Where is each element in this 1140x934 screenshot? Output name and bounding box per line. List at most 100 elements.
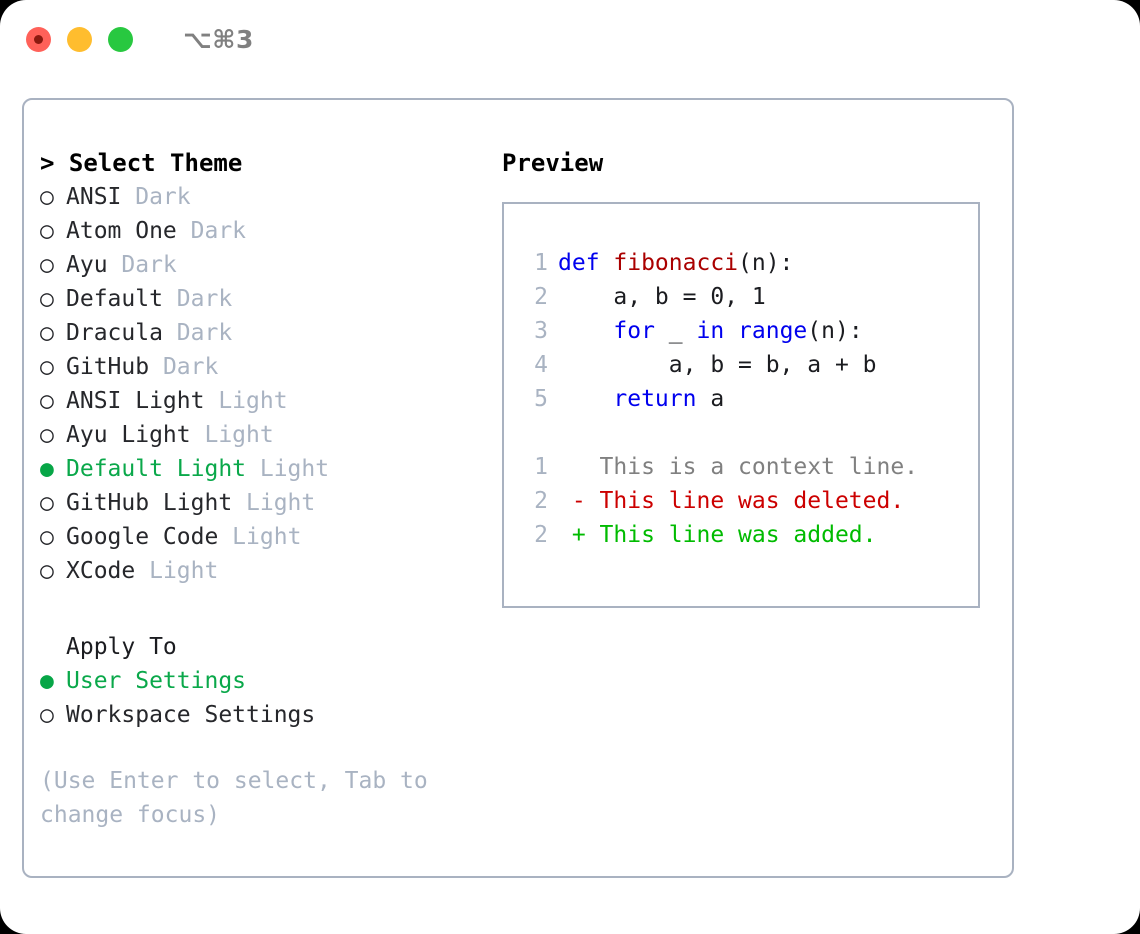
theme-list-item[interactable]: ○ ANSI Light Light: [40, 384, 490, 418]
theme-selector-column: > Select Theme ○ANSI Dark○Atom One Dark○…: [40, 146, 490, 832]
keyboard-shortcut-label: ⌥⌘3: [183, 24, 254, 54]
spacer: [40, 732, 490, 764]
theme-variant-label: Light: [246, 456, 330, 482]
radio-unselected-icon: ○: [40, 558, 54, 584]
apply-to-header: Apply To: [66, 634, 177, 660]
code-token: def: [558, 250, 614, 276]
radio-unselected-icon: ○: [40, 702, 54, 728]
radio-unselected-icon: ○: [40, 252, 54, 278]
code-line: 5 return a: [522, 382, 978, 416]
code-line: 1 def fibonacci(n):: [522, 246, 978, 280]
code-token: a: [696, 386, 725, 412]
theme-list-item[interactable]: ○ Atom One Dark: [40, 214, 490, 248]
preview-title: Preview: [502, 149, 604, 177]
close-button-icon[interactable]: [26, 26, 51, 52]
diff-text: This is a context line.: [558, 454, 919, 480]
theme-variant-label: Dark: [107, 252, 177, 278]
theme-list[interactable]: ○ ANSI Dark ○ Atom One Dark ○ Ayu Dark ○ Defaul…: [40, 180, 490, 588]
theme-list-item[interactable]: ○GitHub Light Light: [40, 486, 490, 520]
theme-name-label: Default: [66, 286, 163, 312]
diff-line: 1 This is a context line.: [522, 450, 978, 484]
maximize-button-icon[interactable]: [108, 26, 133, 52]
keyboard-hint-text: (Use Enter to select, Tab to change focu…: [40, 768, 442, 828]
code-token: (n):: [738, 250, 794, 276]
theme-variant-label: Dark: [162, 320, 233, 346]
code-token: for: [613, 318, 655, 344]
radio-unselected-icon: ○: [40, 320, 54, 346]
theme-variant-label: Light: [204, 388, 288, 414]
theme-list-item[interactable]: ○ Ayu Light Light: [40, 418, 490, 452]
line-number: 2: [534, 284, 548, 310]
theme-name-label: Atom One: [66, 218, 177, 244]
theme-list-item[interactable]: ○ Default Dark: [40, 282, 490, 316]
theme-list-item[interactable]: ○ Dracula Dark: [40, 316, 490, 350]
code-token: in: [696, 318, 725, 344]
theme-variant-label: Light: [190, 422, 274, 448]
code-token: a, b = b, a + b: [558, 352, 877, 378]
theme-name-label: Default Light: [66, 456, 247, 482]
radio-unselected-icon: ○: [40, 218, 54, 244]
theme-variant-label: Dark: [149, 354, 219, 380]
radio-unselected-icon: ○: [40, 490, 54, 516]
theme-list-item[interactable]: ○GitHub Dark: [40, 350, 490, 384]
radio-unselected-icon: ○: [40, 184, 54, 210]
apply-to-list[interactable]: ● User Settings ○ Workspace Settings: [40, 664, 490, 732]
line-number: 2: [534, 488, 548, 514]
minimize-button-icon[interactable]: [67, 26, 92, 52]
radio-unselected-icon: ○: [40, 524, 54, 550]
theme-name-label: GitHub: [66, 354, 150, 380]
line-number: 2: [534, 522, 548, 548]
code-token: range: [738, 318, 808, 344]
theme-list-item[interactable]: ○ Ayu Dark: [40, 248, 490, 282]
apply-to-label: User Settings: [66, 668, 247, 694]
code-token: return: [613, 386, 697, 412]
apply-to-label: Workspace Settings: [66, 702, 316, 728]
theme-name-label: XCode: [66, 558, 136, 584]
line-number: 5: [534, 386, 548, 412]
select-theme-header: > Select Theme: [40, 149, 243, 177]
code-token: (n):: [807, 318, 863, 344]
radio-unselected-icon: ○: [40, 286, 54, 312]
line-number: 1: [534, 250, 548, 276]
theme-list-item[interactable]: ○ XCode Light: [40, 554, 490, 588]
diff-line: 2 + This line was added.: [522, 518, 978, 552]
theme-name-label: Ayu: [66, 252, 108, 278]
theme-variant-label: Dark: [162, 286, 233, 312]
line-number: 3: [534, 318, 548, 344]
code-token: fibonacci: [613, 250, 739, 276]
title-bar: ⌥⌘3: [0, 0, 1140, 78]
spacer: [522, 416, 978, 450]
radio-unselected-icon: ○: [40, 388, 54, 414]
line-number: 4: [534, 352, 548, 378]
theme-variant-label: Dark: [176, 218, 247, 244]
code-token: a, b = 0, 1: [558, 284, 766, 310]
code-line: 2 a, b = 0, 1: [522, 280, 978, 314]
diff-text: + This line was added.: [558, 522, 877, 548]
apply-to-item[interactable]: ● User Settings: [40, 664, 490, 698]
diff-sample: 1 This is a context line.2 - This line w…: [522, 450, 978, 552]
apply-to-item[interactable]: ○ Workspace Settings: [40, 698, 490, 732]
theme-name-label: ANSI Light: [66, 388, 205, 414]
theme-name-label: Ayu Light: [66, 422, 191, 448]
theme-list-item[interactable]: ○Google Code Light: [40, 520, 490, 554]
code-token: _: [654, 318, 697, 344]
radio-unselected-icon: ○: [40, 422, 54, 448]
spacer: [40, 588, 490, 630]
theme-name-label: ANSI: [66, 184, 122, 210]
theme-list-item[interactable]: ○ ANSI Dark: [40, 180, 490, 214]
theme-variant-label: Light: [135, 558, 219, 584]
radio-selected-icon: ●: [40, 668, 54, 694]
theme-name-label: Dracula: [66, 320, 163, 346]
diff-line: 2 - This line was deleted.: [522, 484, 978, 518]
code-token: [558, 386, 613, 412]
code-line: 4 a, b = b, a + b: [522, 348, 978, 382]
theme-variant-label: Dark: [121, 184, 191, 210]
radio-selected-icon: ●: [40, 456, 54, 482]
theme-variant-label: Light: [232, 490, 316, 516]
theme-list-item[interactable]: ● Default Light Light: [40, 452, 490, 486]
theme-name-label: Google Code: [66, 524, 219, 550]
